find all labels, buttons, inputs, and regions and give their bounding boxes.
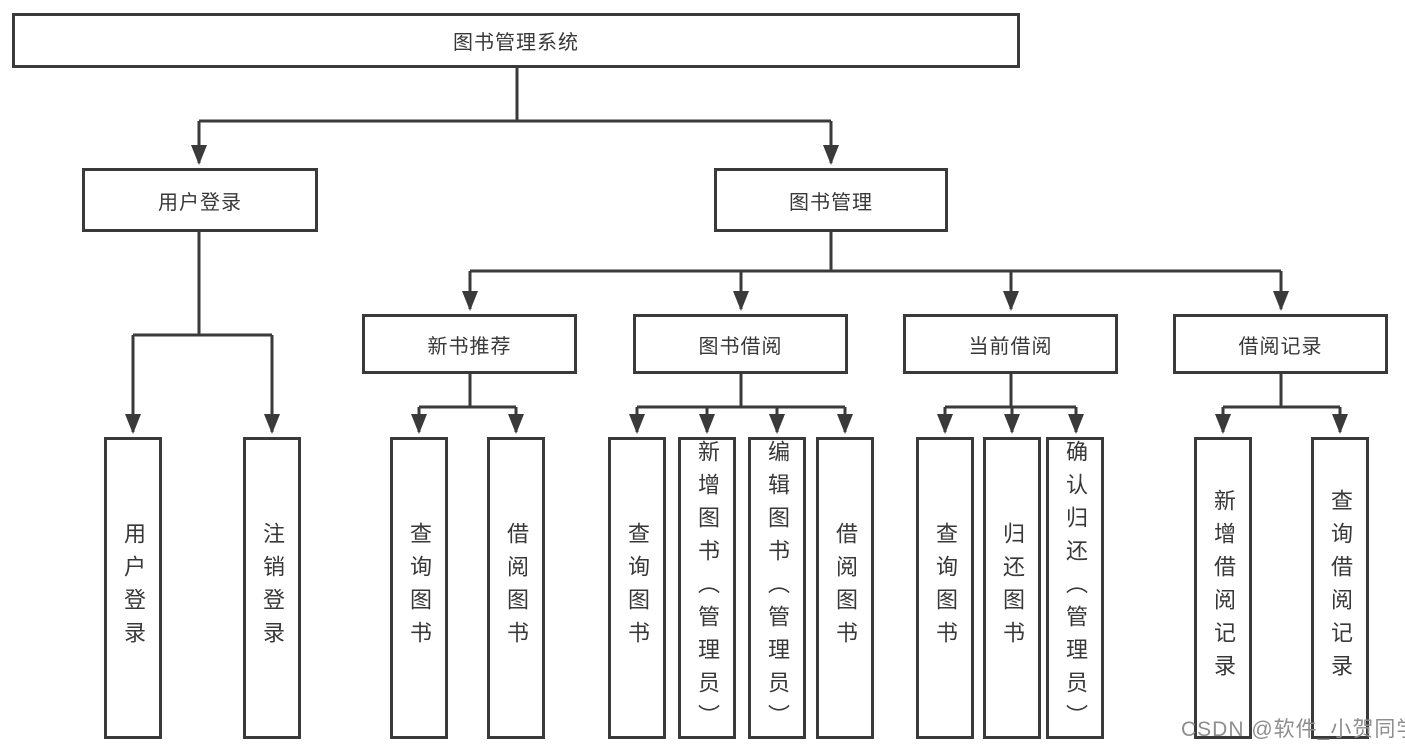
node-current-borrow: 当前借阅: [903, 314, 1118, 374]
leaf-logout: 注销登录: [243, 437, 301, 739]
leaf-query-books-borrow: 查询图书: [608, 437, 666, 739]
node-user-login: 用户登录: [82, 168, 318, 232]
leaf-add-borrow-record: 新增借阅记录: [1194, 437, 1252, 739]
leaf-edit-book-admin: 编辑图书（管理员）: [748, 437, 806, 739]
node-book-management: 图书管理: [714, 168, 948, 232]
node-library-system: 图书管理系统: [12, 13, 1020, 68]
leaf-borrow-books: 借阅图书: [816, 437, 874, 739]
leaf-confirm-return-admin: 确认归还（管理员）: [1046, 437, 1104, 739]
leaf-query-books-recommend: 查询图书: [390, 437, 448, 739]
node-new-book-recommend: 新书推荐: [362, 314, 577, 374]
leaf-return-book: 归还图书: [983, 437, 1041, 739]
leaf-user-login: 用户登录: [104, 437, 162, 739]
leaf-query-books-current: 查询图书: [916, 437, 974, 739]
node-borrow-records: 借阅记录: [1173, 314, 1388, 374]
leaf-add-book-admin: 新增图书（管理员）: [678, 437, 736, 739]
node-book-borrow: 图书借阅: [633, 314, 848, 374]
csdn-watermark: CSDN @软件_小贺同学: [1181, 718, 1405, 741]
leaf-query-borrow-record: 查询借阅记录: [1311, 437, 1369, 739]
leaf-borrow-books-recommend: 借阅图书: [487, 437, 545, 739]
